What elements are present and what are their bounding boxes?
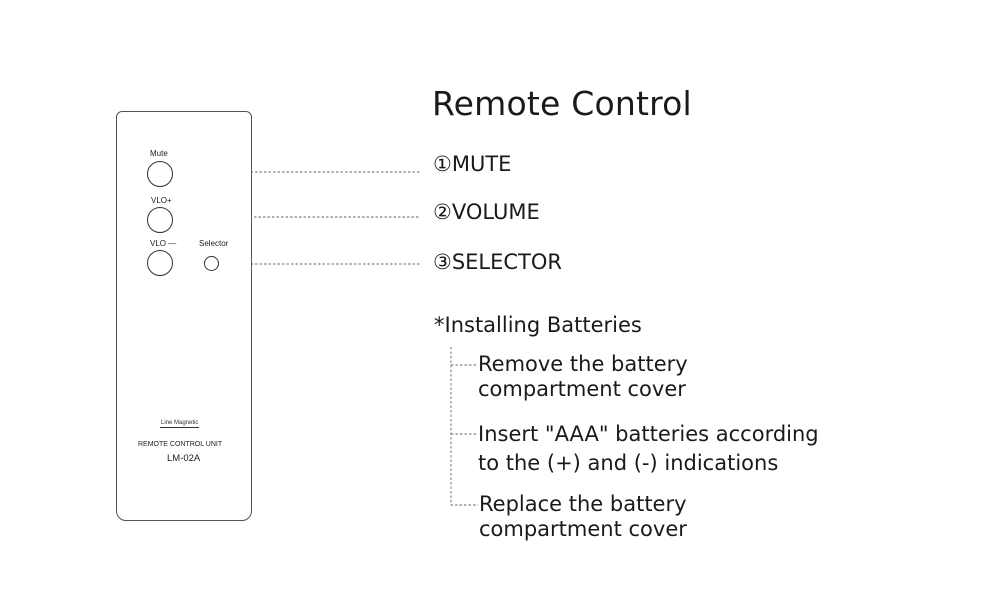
battery-step-3: Replace the battery compartment cover: [479, 492, 687, 542]
volume-up-label: VLO+: [151, 196, 172, 205]
remote-unit-name: REMOTE CONTROL UNIT: [138, 441, 223, 448]
page-title: Remote Control: [432, 84, 692, 123]
battery-step-2-line2: to the (+) and (-) indications: [478, 451, 779, 475]
battery-step-3-line2: compartment cover: [479, 517, 687, 541]
selector-label: Selector: [199, 239, 229, 248]
callout-volume: ②VOLUME: [433, 200, 540, 224]
brand-logo: Line Magnetic: [160, 420, 200, 428]
batteries-heading: *Installing Batteries: [434, 313, 642, 337]
callout-mute: ①MUTE: [433, 152, 512, 176]
volume-down-button[interactable]: [147, 250, 173, 276]
mute-button[interactable]: [147, 161, 173, 187]
battery-step-bracket: [450, 347, 478, 506]
mute-label: Mute: [150, 149, 168, 158]
battery-step-2-line1: Insert "AAA" batteries according: [478, 422, 819, 446]
battery-step-2: Insert "AAA" batteries according to the …: [478, 422, 819, 476]
battery-step-1-line2: compartment cover: [478, 377, 686, 401]
callout-selector: ③SELECTOR: [433, 250, 563, 274]
remote-control-body: [116, 111, 252, 521]
battery-step-1-line1: Remove the battery: [478, 352, 688, 376]
battery-step-3-line1: Replace the battery: [479, 492, 687, 516]
volume-up-button[interactable]: [147, 207, 173, 233]
remote-model-number: LM-02A: [167, 453, 201, 464]
selector-button[interactable]: [204, 256, 219, 271]
volume-down-label: VLO —: [150, 239, 177, 248]
battery-step-1: Remove the battery compartment cover: [478, 352, 688, 402]
